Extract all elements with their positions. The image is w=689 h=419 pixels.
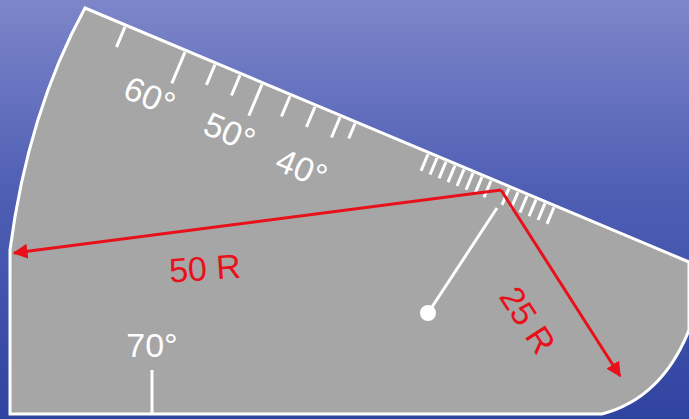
scale-tick [529, 200, 536, 217]
radius-arrow [14, 190, 501, 253]
scale-tick [475, 177, 482, 194]
scale-tick [520, 196, 527, 213]
scale-tick [151, 370, 154, 414]
angle-label: 70° [126, 328, 177, 362]
scale-tick [547, 207, 554, 224]
scale-tick [421, 154, 428, 171]
scale-tick [430, 158, 437, 175]
scale-tick [457, 169, 464, 186]
scale-tick [439, 162, 446, 179]
pointer-line [428, 208, 497, 313]
angle-label: 60° [120, 70, 181, 121]
scale-tick [231, 75, 240, 95]
radius-label: 25 R [494, 281, 562, 360]
scale-tick [206, 65, 215, 85]
scale-tick [249, 84, 262, 115]
scale-ticks [116, 27, 554, 224]
scale-tick [466, 173, 473, 190]
scale-tick [172, 52, 185, 83]
protractor-body [10, 8, 689, 414]
radius-label: 50 R [168, 249, 242, 288]
scale-tick [349, 124, 355, 139]
pivot-dot [420, 305, 436, 321]
angle-label: 40° [272, 142, 333, 193]
scale-tick [538, 203, 545, 220]
scale-tick [116, 27, 125, 47]
scale-tick [448, 166, 455, 183]
scale-tick [331, 117, 340, 137]
scale-tick [484, 181, 491, 198]
scale-tick [281, 96, 290, 116]
angle-label: 50° [200, 106, 261, 157]
scale-tick [306, 107, 315, 127]
